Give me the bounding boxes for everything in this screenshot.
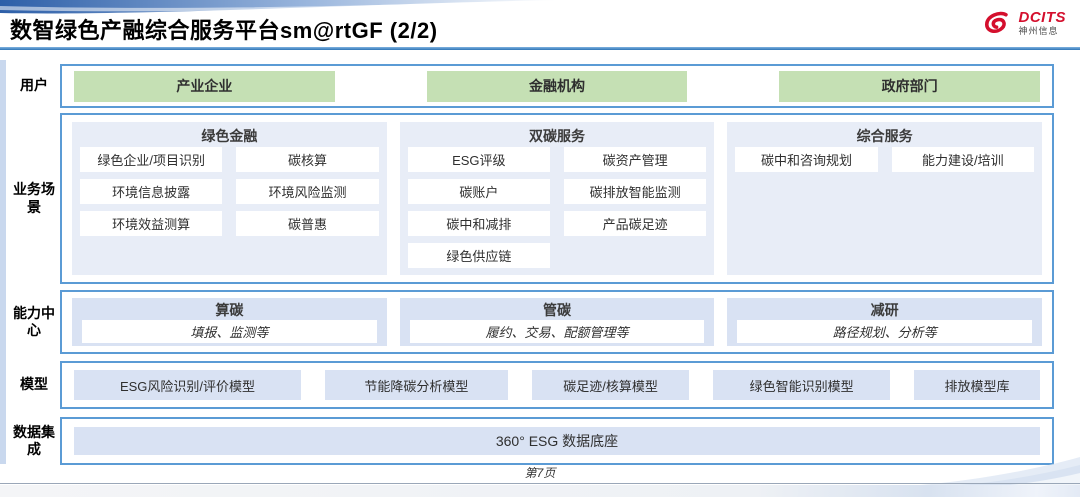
user-box-industry: 产业企业	[74, 70, 335, 102]
scenario-item: 碳中和咨询规划	[735, 147, 878, 172]
row-label-scenarios: 业务场景	[13, 181, 55, 215]
footer-bar	[0, 485, 1080, 497]
scenario-item: 绿色供应链	[407, 243, 550, 268]
capability-title: 算碳	[215, 302, 244, 318]
data-integration-box: 360° ESG 数据底座	[60, 417, 1054, 465]
scenario-item: 碳排放智能监测	[564, 179, 707, 204]
scenario-item: ESG评级	[407, 147, 550, 172]
capability-carbon-management: 管碳 履约、交易、配额管理等	[399, 298, 715, 346]
scenario-item: 碳账户	[407, 179, 550, 204]
row-label-users: 用户	[20, 77, 48, 94]
scenario-item: 产品碳足迹	[564, 211, 707, 236]
page-number: 第7页	[524, 466, 556, 480]
user-box-government: 政府部门	[779, 70, 1040, 102]
title-underline	[0, 47, 1080, 50]
column-title: 双碳服务	[529, 128, 585, 144]
scenarios-box: 绿色金融 绿色企业/项目识别 碳核算 环境信息披露 环境风险监测 环境效益测算 …	[60, 113, 1054, 284]
row-data-integration: 数据集成 360° ESG 数据底座	[8, 417, 1054, 465]
user-box-finance: 金融机构	[426, 70, 688, 102]
capability-carbon-accounting: 算碳 填报、监测等	[72, 298, 387, 346]
column-green-finance: 绿色金融 绿色企业/项目识别 碳核算 环境信息披露 环境风险监测 环境效益测算 …	[72, 122, 387, 275]
scenario-item: 碳核算	[236, 147, 379, 172]
scenario-item: 绿色企业/项目识别	[80, 147, 223, 172]
capability-description: 履约、交易、配额管理等	[409, 320, 705, 343]
capability-title: 管碳	[543, 302, 571, 318]
row-capability-center: 能力中心 算碳 填报、监测等 管碳 履约、交易、配额管理等 减研 路径规划、分析…	[8, 290, 1054, 354]
scenario-item: 碳资产管理	[564, 147, 707, 172]
row-users: 用户 产业企业 金融机构 政府部门	[8, 64, 1054, 108]
footer-divider	[0, 483, 1080, 484]
diagram-content: 用户 产业企业 金融机构 政府部门 业务场景 绿色金融 绿色企业/项目识别 碳核…	[8, 64, 1054, 465]
dcits-logo-icon	[984, 11, 1008, 34]
model-item: ESG风险识别/评价模型	[74, 370, 301, 400]
model-item: 节能降碳分析模型	[324, 370, 508, 400]
column-comprehensive-services: 综合服务 碳中和咨询规划 能力建设/培训	[727, 122, 1043, 275]
column-dual-carbon-services: 双碳服务 ESG评级 碳资产管理 碳账户 碳排放智能监测 碳中和减排 产品碳足迹…	[399, 122, 715, 275]
model-item: 碳足迹/核算模型	[531, 370, 690, 400]
header-swoosh-decoration	[0, 0, 560, 14]
column-title: 绿色金融	[201, 128, 258, 144]
row-models: 模型 ESG风险识别/评价模型 节能降碳分析模型 碳足迹/核算模型 绿色智能识别…	[8, 361, 1054, 409]
scenario-item: 环境信息披露	[80, 179, 223, 204]
logo-subbrand-text: 神州信息	[1018, 26, 1059, 36]
row-label-models: 模型	[20, 376, 48, 393]
capability-title: 减研	[870, 302, 899, 318]
scenario-item: 能力建设/培训	[891, 147, 1035, 172]
users-box: 产业企业 金融机构 政府部门	[60, 64, 1054, 108]
page-title: 数智绿色产融综合服务平台sm@rtGF (2/2)	[10, 18, 438, 43]
capabilities-box: 算碳 填报、监测等 管碳 履约、交易、配额管理等 减研 路径规划、分析等	[60, 290, 1054, 354]
capability-reduction-research: 减研 路径规划、分析等	[727, 298, 1043, 346]
model-item: 绿色智能识别模型	[713, 370, 890, 400]
company-logo: DCITS 神州信息	[980, 10, 1067, 36]
scenario-item: 环境风险监测	[236, 179, 379, 204]
row-business-scenarios: 业务场景 绿色金融 绿色企业/项目识别 碳核算 环境信息披露 环境风险监测 环境…	[8, 113, 1054, 284]
left-accent-strip	[0, 60, 6, 464]
models-box: ESG风险识别/评价模型 节能降碳分析模型 碳足迹/核算模型 绿色智能识别模型 …	[60, 361, 1054, 409]
column-title: 综合服务	[856, 128, 913, 144]
row-label-capabilities: 能力中心	[13, 304, 55, 339]
esg-data-foundation: 360° ESG 数据底座	[74, 427, 1040, 455]
row-label-data-integration: 数据集成	[13, 423, 55, 458]
scenario-item: 碳普惠	[236, 211, 379, 236]
capability-description: 填报、监测等	[82, 320, 377, 343]
scenario-item: 碳中和减排	[407, 211, 550, 236]
model-item: 排放模型库	[913, 370, 1040, 400]
scenario-item: 环境效益测算	[80, 211, 223, 236]
logo-brand-text: DCITS	[1018, 9, 1066, 26]
capability-description: 路径规划、分析等	[737, 320, 1033, 343]
